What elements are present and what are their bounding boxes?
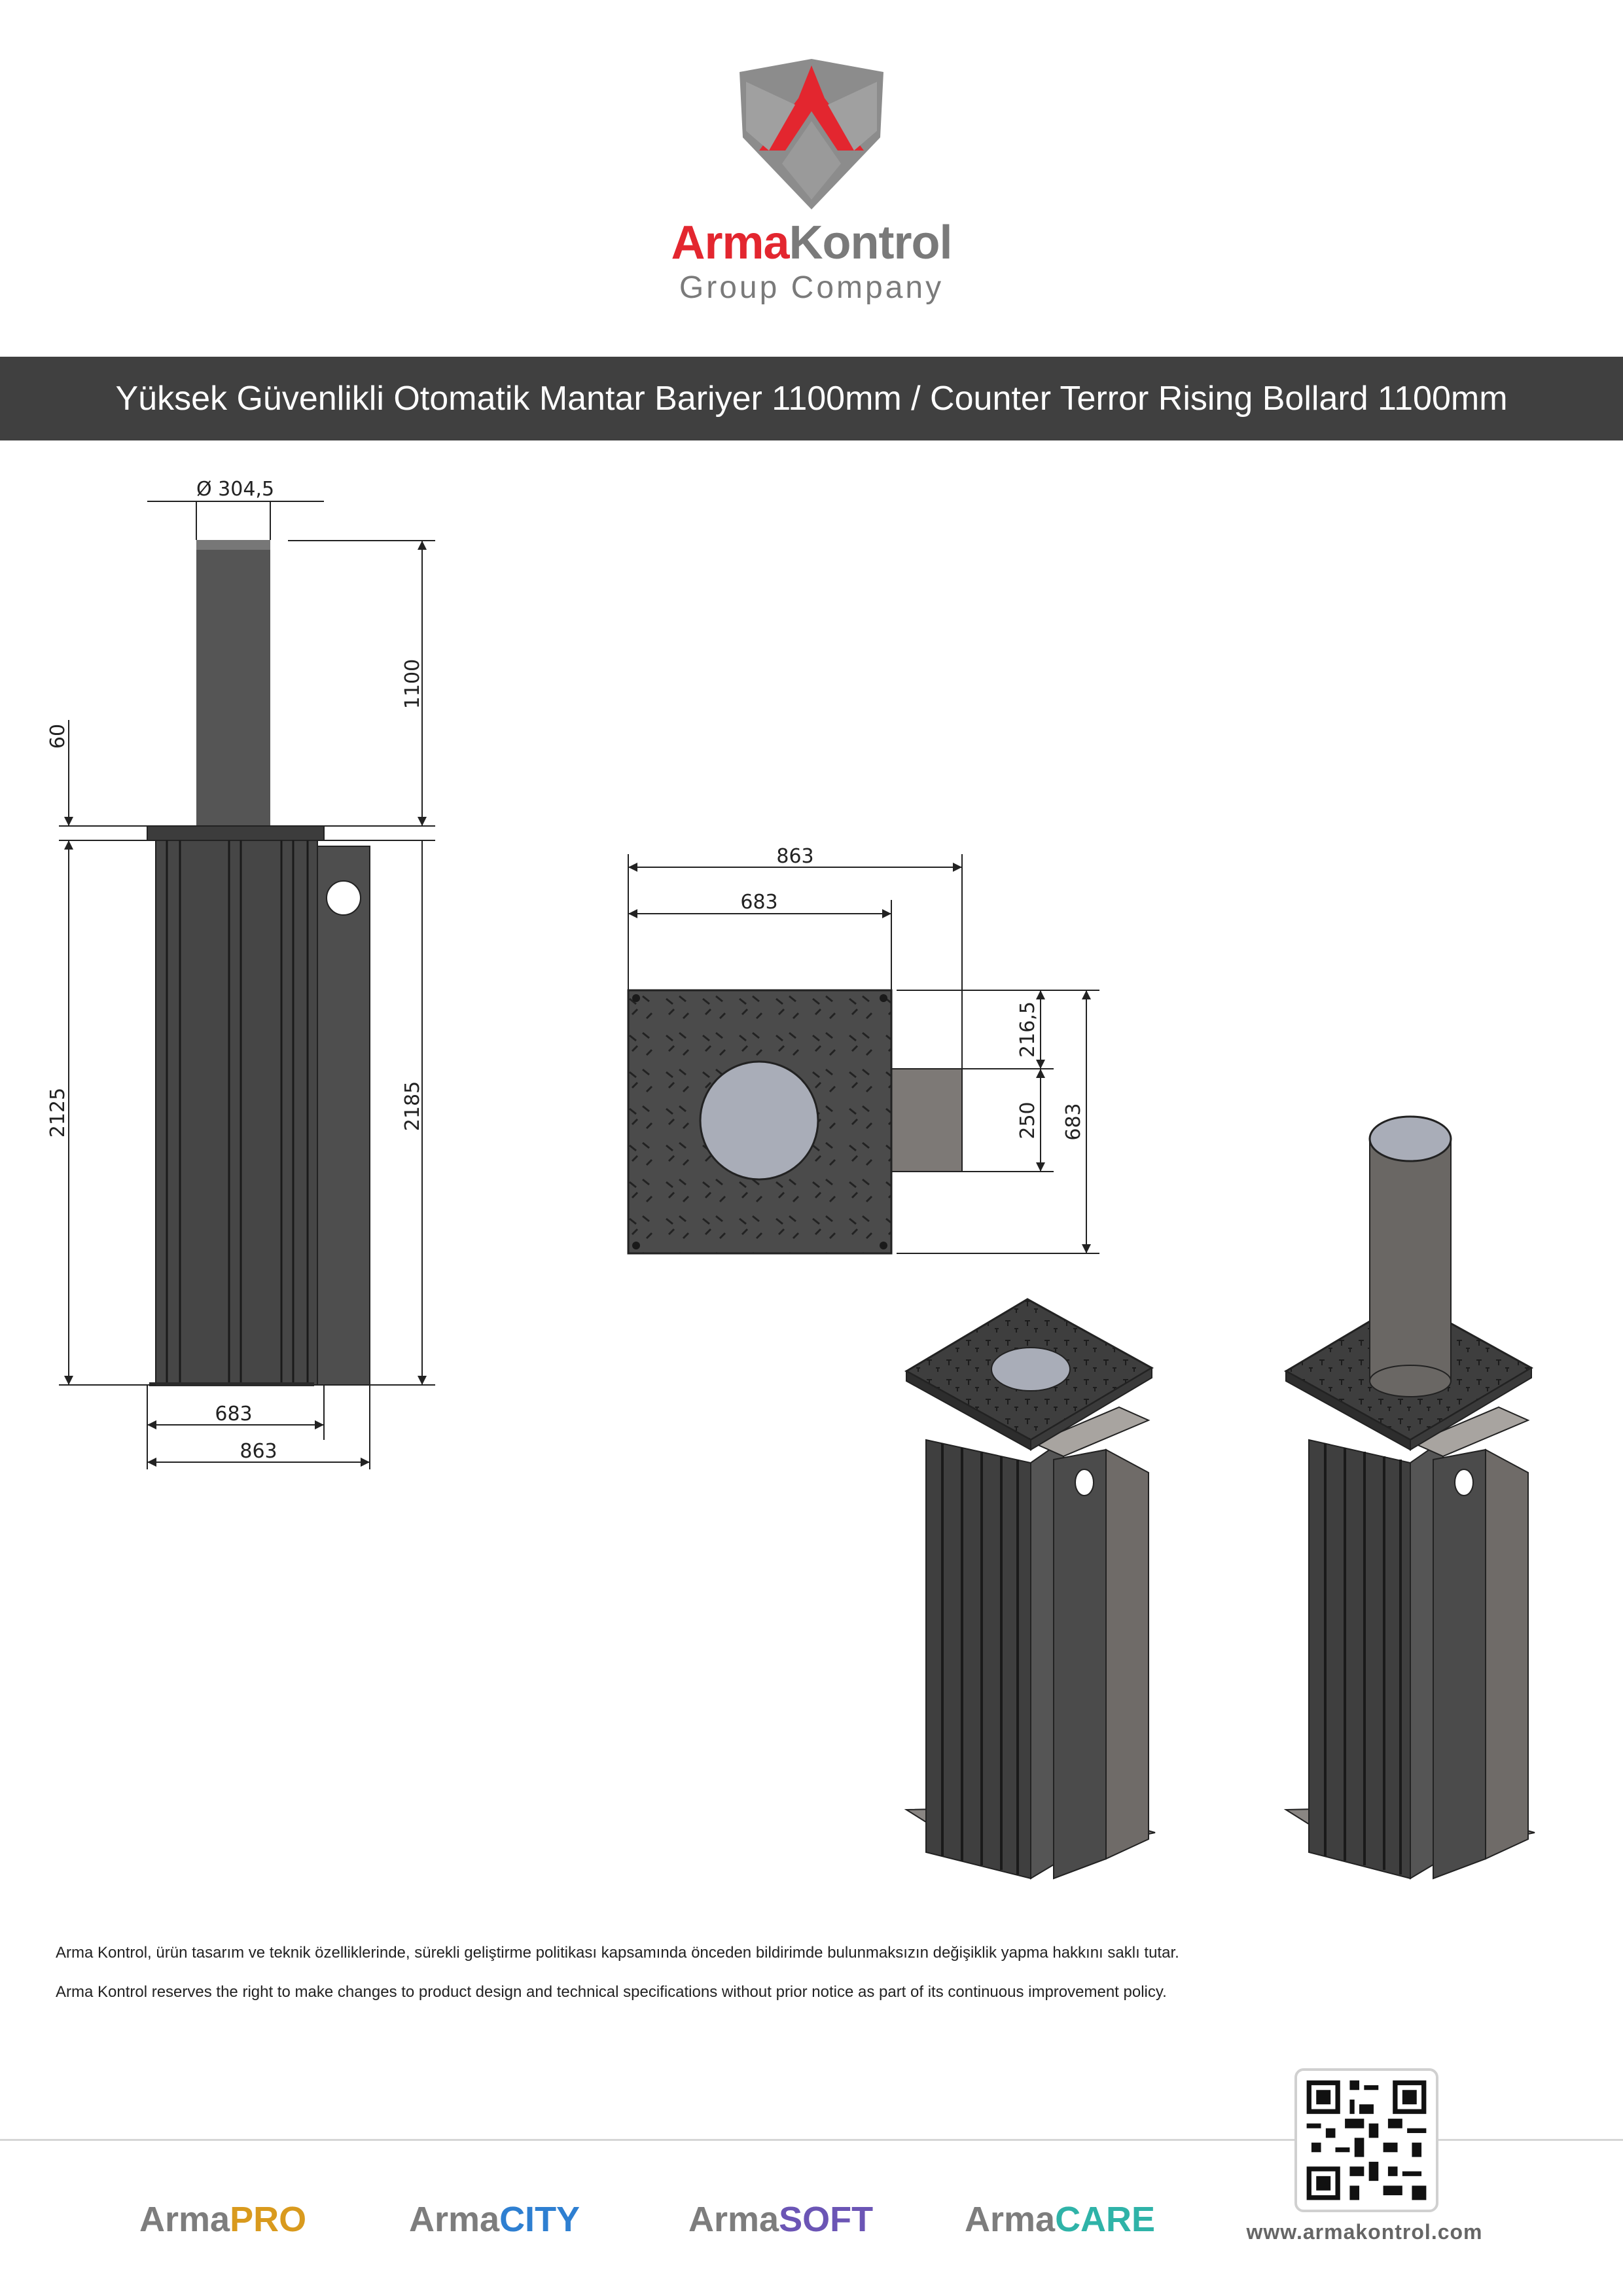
footer-brand-accent: CARE bbox=[1055, 2200, 1156, 2239]
footer-brand-prefix: Arma bbox=[688, 2200, 779, 2239]
side-view bbox=[147, 540, 370, 1386]
brand-name: ArmaKontrol bbox=[654, 216, 969, 270]
footer-brand-prefix: Arma bbox=[965, 2200, 1056, 2239]
dim-diameter: Ø 304,5 bbox=[196, 478, 274, 501]
dim-side-inner-width: 683 bbox=[215, 1403, 252, 1426]
isometric-view-retracted bbox=[904, 1298, 1156, 1880]
top-view-dimensions bbox=[628, 854, 1099, 1254]
dim-top-inner-width: 683 bbox=[740, 891, 777, 914]
product-title-bar: Yüksek Güvenlikli Otomatik Mantar Bariye… bbox=[0, 357, 1623, 440]
dim-top-depth: 683 bbox=[1062, 1103, 1085, 1140]
dim-rise-height: 1100 bbox=[401, 659, 424, 709]
brand-subtitle: Group Company bbox=[679, 270, 944, 305]
footer-brand-accent: CITY bbox=[499, 2200, 580, 2239]
footer-divider bbox=[0, 2139, 1623, 2141]
website-link[interactable]: www.armakontrol.com bbox=[1246, 2220, 1483, 2244]
disclaimer-en: Arma Kontrol reserves the right to make … bbox=[56, 1983, 1167, 2001]
dim-top-box-width: 250 bbox=[1016, 1102, 1039, 1139]
armakontrol-logo-icon bbox=[740, 59, 883, 209]
technical-drawing: Ø 304,5 1100 60 2125 2185 683 863 863 68… bbox=[46, 478, 1535, 1880]
dim-top-outer-width: 863 bbox=[776, 845, 813, 868]
footer-brand-prefix: Arma bbox=[409, 2200, 500, 2239]
footer-brand-armasoft[interactable]: ArmaSOFT bbox=[688, 2199, 873, 2240]
dim-total-height: 2185 bbox=[401, 1081, 424, 1131]
product-title: Yüksek Güvenlikli Otomatik Mantar Bariye… bbox=[115, 380, 1508, 418]
brand-name-primary: Arma bbox=[671, 217, 789, 269]
qr-code[interactable] bbox=[1294, 2068, 1438, 2212]
dim-side-outer-width: 863 bbox=[240, 1440, 277, 1463]
brand-name-secondary: Kontrol bbox=[789, 217, 953, 269]
footer-brand-armacare[interactable]: ArmaCARE bbox=[965, 2199, 1155, 2240]
footer-brand-accent: PRO bbox=[230, 2200, 307, 2239]
side-view-dimensions bbox=[59, 501, 435, 1469]
footer-brand-accent: SOFT bbox=[779, 2200, 874, 2239]
disclaimer-tr: Arma Kontrol, ürün tasarım ve teknik öze… bbox=[56, 1944, 1179, 1962]
footer-brand-armapro[interactable]: ArmaPRO bbox=[139, 2199, 306, 2240]
isometric-view-raised bbox=[1283, 1115, 1535, 1880]
footer-brand-armacity[interactable]: ArmaCITY bbox=[409, 2199, 580, 2240]
dim-lid-thickness: 60 bbox=[46, 724, 69, 749]
footer-brand-prefix: Arma bbox=[139, 2200, 230, 2239]
dim-body-height: 2125 bbox=[46, 1088, 69, 1138]
qr-code-icon bbox=[1306, 2080, 1427, 2200]
dim-top-offset: 216,5 bbox=[1016, 1001, 1039, 1058]
top-view bbox=[627, 989, 963, 1255]
